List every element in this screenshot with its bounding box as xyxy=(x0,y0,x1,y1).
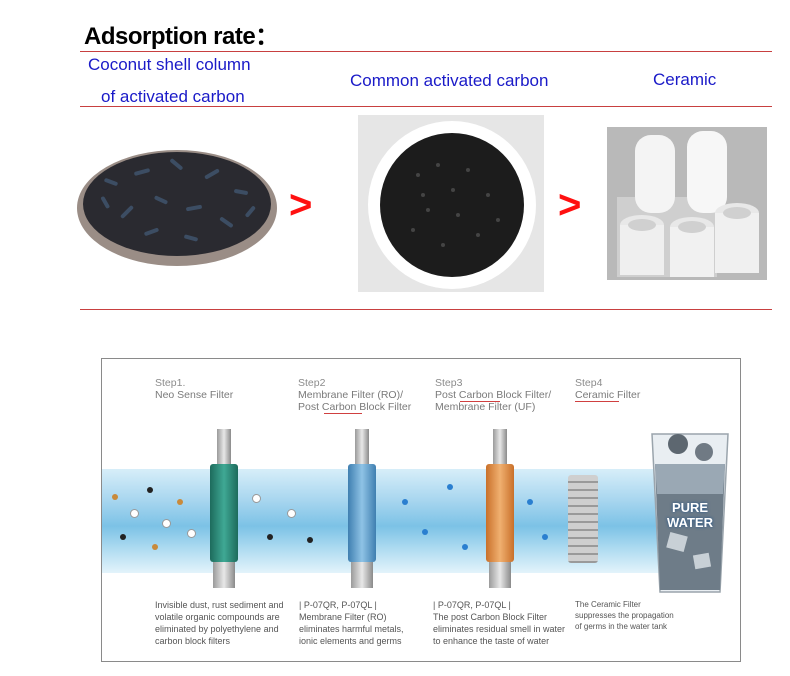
step-4-number: Step4 xyxy=(575,377,603,389)
step-1-filter-top xyxy=(217,429,231,465)
common-carbon-photo xyxy=(358,115,544,292)
particle xyxy=(152,544,158,550)
step-4-title: Ceramic Filter xyxy=(575,389,641,401)
step-2-heading: Step2 Membrane Filter (RO)/ Post Carbon … xyxy=(298,377,411,413)
material-coconut-line1: Coconut shell column xyxy=(88,55,251,74)
step-3-description: | P-07QR, P-07QL | The post Carbon Block… xyxy=(433,599,565,647)
filtration-infographic: Step1. Neo Sense Filter Step2 Membrane F… xyxy=(101,358,741,662)
step-4-heading: Step4 Ceramic Filter xyxy=(575,377,640,401)
particle xyxy=(267,534,273,540)
particle xyxy=(462,544,468,550)
step-4-description: The Ceramic Filter suppresses the propag… xyxy=(575,599,674,632)
pure-water-glass: PURE WATER xyxy=(648,414,732,596)
step-2-description: | P-07QR, P-07QL | Membrane Filter (RO) … xyxy=(299,599,404,647)
ceramic-underline-step4 xyxy=(575,401,619,402)
step-4-desc-line: suppresses the propagation xyxy=(575,611,674,620)
divider-top xyxy=(80,51,772,52)
step-2-title2: Post Carbon Block Filter xyxy=(298,401,412,413)
divider-middle xyxy=(80,106,772,107)
step-3-heading: Step3 Post Carbon Block Filter/ Membrane… xyxy=(435,377,551,413)
greater-than-1: > xyxy=(289,183,313,227)
step-2-number: Step2 xyxy=(298,377,326,389)
step-3-filter-base xyxy=(489,562,511,588)
step-3-number: Step3 xyxy=(435,377,463,389)
step-3-filter-cartridge xyxy=(486,464,514,562)
step-3-desc-line: eliminates residual smell in water xyxy=(433,624,566,634)
step-4-desc-line: The Ceramic Filter xyxy=(575,600,641,609)
step-1-number: Step1. xyxy=(155,377,186,389)
pure-label: PURE xyxy=(671,500,709,515)
step-1-filter-base xyxy=(213,562,235,588)
step-1-filter-cartridge xyxy=(210,464,238,562)
step-3-desc-line: | P-07QR, P-07QL | xyxy=(433,600,511,610)
step-2-desc-line: ionic elements and germs xyxy=(299,636,402,646)
step-3-desc-line: The post Carbon Block Filter xyxy=(433,612,548,622)
greater-than-2: > xyxy=(558,183,582,227)
step-1-desc-line: volatile organic compounds are xyxy=(155,612,280,622)
material-common-carbon: Common activated carbon xyxy=(350,71,549,90)
step-1-title: Neo Sense Filter xyxy=(155,389,234,401)
particle xyxy=(422,529,428,535)
particle xyxy=(112,494,118,500)
step-2-desc-line: Membrane Filter (RO) xyxy=(299,612,387,622)
material-coconut-line2: of activated carbon xyxy=(101,87,245,106)
step-3-title: Post Carbon Block Filter/ xyxy=(435,389,552,401)
carbon-underline-step2 xyxy=(324,413,362,414)
step-1-desc-line: Invisible dust, rust sediment and xyxy=(155,600,284,610)
pure-water-label: PURE WATER xyxy=(654,500,726,530)
ceramic-photo xyxy=(607,127,767,280)
particle xyxy=(252,494,261,503)
step-2-desc-line: | P-07QR, P-07QL | xyxy=(299,600,377,610)
divider-bottom xyxy=(80,309,772,310)
step-2-filter-cartridge xyxy=(348,464,376,562)
particle xyxy=(120,534,126,540)
particle xyxy=(147,487,153,493)
coconut-carbon-photo xyxy=(74,140,280,270)
particle xyxy=(130,509,139,518)
step-2-filter-base xyxy=(351,562,373,588)
step-3-filter-top xyxy=(493,429,507,465)
water-label: WATER xyxy=(667,515,713,530)
step-1-desc-line: carbon block filters xyxy=(155,636,231,646)
step-2-desc-line: eliminates harmful metals, xyxy=(299,624,404,634)
page-title: Adsorption rate： xyxy=(84,23,279,50)
step-1-description: Invisible dust, rust sediment and volati… xyxy=(155,599,284,647)
particle xyxy=(527,499,533,505)
step-4-desc-line: of germs in the water tank xyxy=(575,622,668,631)
step-1-desc-line: eliminated by polyethylene and xyxy=(155,624,279,634)
particle xyxy=(187,529,196,538)
material-ceramic: Ceramic xyxy=(653,70,717,89)
carbon-underline-step3 xyxy=(460,401,500,402)
step-3-desc-line: to enhance the taste of water xyxy=(433,636,550,646)
step-3-title2: Membrane Filter (UF) xyxy=(435,401,536,413)
step-2-title: Membrane Filter (RO)/ xyxy=(298,389,404,401)
step-4-ceramic-filter xyxy=(568,475,598,563)
particle xyxy=(447,484,453,490)
particle xyxy=(542,534,548,540)
particle xyxy=(162,519,171,528)
particle xyxy=(402,499,408,505)
particle xyxy=(177,499,183,505)
step-1-heading: Step1. Neo Sense Filter xyxy=(155,377,233,401)
step-2-filter-top xyxy=(355,429,369,465)
particle xyxy=(307,537,313,543)
particle xyxy=(287,509,296,518)
